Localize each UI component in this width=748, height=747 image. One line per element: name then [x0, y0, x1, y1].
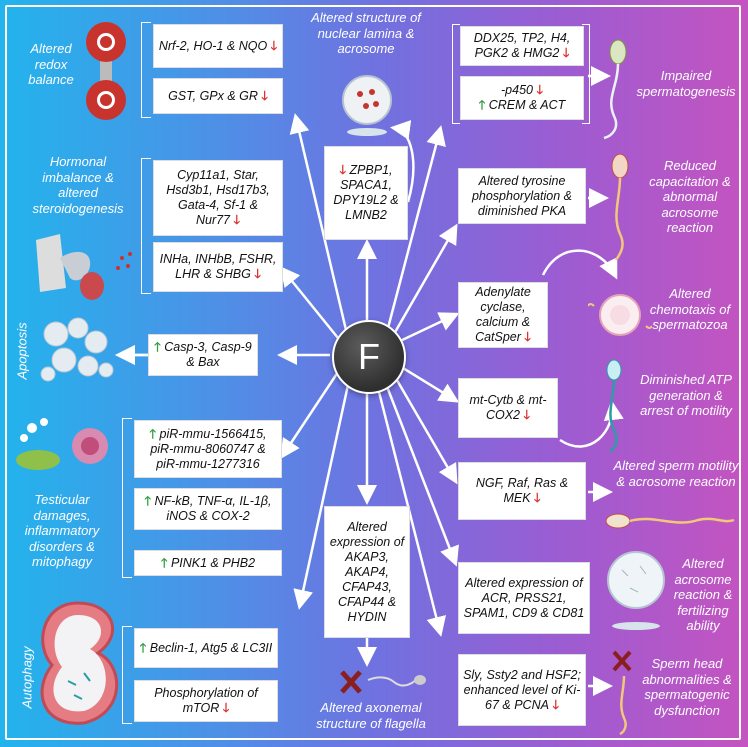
- fertilizing-box: Altered expression of ACR, PRSS21, SPAM1…: [458, 562, 590, 634]
- redox-bracket: [141, 22, 151, 118]
- capacitation-label: Reduced capacitation & abnormal acrosome…: [649, 158, 731, 235]
- fertilizing-label: Altered acrosome reaction & fertilizing …: [673, 556, 733, 633]
- inflammation-icon: [16, 418, 108, 470]
- atp-label: Diminished ATP generation & arrest of mo…: [640, 372, 732, 418]
- arrow-chemotaxis-curve: [541, 249, 618, 280]
- axonemal-box: Altered expression of AKAP3, AKAP4, CFAP…: [324, 506, 410, 638]
- arrow-to-sperm: [386, 125, 446, 329]
- flagella-cross-icon: [340, 670, 426, 694]
- atp-sperm-icon: [606, 359, 622, 453]
- arrow-to-chemotaxis: [397, 312, 460, 344]
- testicular-bracket: [122, 418, 132, 578]
- sperm-box-2: -p450 🡓 🡑 CREM & ACT: [460, 76, 584, 120]
- egg-icon: [588, 294, 652, 336]
- apoptosis-icon: [40, 317, 114, 382]
- testicular-label: Testicular damages, inflammatory disorde…: [24, 492, 100, 569]
- chemotaxis-box: Adenylate cyclase, calcium & CatSper 🡓: [458, 282, 548, 348]
- autophagy-box-1: 🡑 Beclin-1, Atg5 & LC3II: [134, 628, 278, 668]
- capacitation-sperm-icon: [611, 153, 629, 261]
- atp-box: mt-Cytb & mt-COX2 🡓: [458, 378, 558, 438]
- arrow-to-capacitation: [392, 223, 458, 335]
- autophagy-box-2: Phosphorylation of mTOR 🡓: [134, 680, 278, 722]
- arrow-atp-curve: [559, 400, 624, 448]
- arrow-to-redox: [289, 113, 348, 331]
- apoptosis-label: Apoptosis: [14, 322, 30, 380]
- lamina-box: 🡓 ZPBP1, SPACA1, DPY19L2 & LMNB2: [324, 146, 408, 240]
- sperm-icon: [603, 39, 627, 140]
- motility-label: Altered sperm motility & acrosome reacti…: [613, 458, 739, 489]
- chemotaxis-label: Altered chemotaxis of spermatozoa: [649, 286, 731, 332]
- sperm-label: Impaired spermatogenesis: [636, 68, 736, 99]
- capacitation-box: Altered tyrosine phosphorylation & dimin…: [458, 168, 586, 224]
- head-cross-icon: [612, 650, 632, 736]
- hormonal-label: Hormonal imbalance & altered steroidogen…: [32, 154, 124, 216]
- redox-label: Altered redox balance: [28, 41, 74, 87]
- autophagy-label: Autophagy: [19, 646, 35, 709]
- hormonal-box-2: INHa, INHbB, FSHR, LHR & SHBG 🡓: [153, 242, 283, 292]
- lamina-label: Altered structure of nuclear lamina & ac…: [311, 10, 421, 56]
- arrow-to-motility: [392, 374, 458, 485]
- testicular-box-2: 🡑 NF-kB, TNF-α, IL-1β, iNOS & COX-2: [134, 488, 282, 530]
- arrow-to-hormonal: [279, 266, 339, 339]
- sperm-bracket-left: [452, 24, 460, 124]
- nucleus-icon: [342, 75, 392, 136]
- head-label: Sperm head abnormalities & spermatogenic…: [642, 656, 732, 718]
- apoptosis-box: 🡑 Casp-3, Casp-9 & Bax: [148, 334, 258, 376]
- hormonal-box-1: Cyp11a1, Star, Hsd3b1, Hsd17b3, Gata-4, …: [153, 160, 283, 236]
- fluoride-hub: F: [332, 320, 406, 394]
- testis-icon: [36, 234, 132, 300]
- arrow-to-autophagy: [293, 384, 350, 610]
- autophagy-icon: [40, 601, 119, 725]
- testicular-box-3: 🡑 PINK1 & PHB2: [134, 550, 282, 576]
- redox-box-2: GST, GPx & GR 🡓: [153, 78, 283, 114]
- motility-sperm-icon: [605, 513, 735, 529]
- testicular-box-1: 🡑 piR-mmu-1566415, piR-mmu-8060747 & piR…: [134, 420, 282, 478]
- motility-box: NGF, Raf, Ras & MEK 🡓: [458, 462, 586, 520]
- head-box: Sly, Ssty2 and HSF2; enhanced level of K…: [458, 654, 586, 726]
- arrow-to-fertilizing: [384, 383, 459, 567]
- axonemal-label: Altered axonemal structure of flagella: [316, 700, 426, 731]
- autophagy-bracket: [122, 626, 132, 724]
- sperm-box-1: DDX25, TP2, H4, PGK2 & HMG2 🡓: [460, 26, 584, 66]
- fertilizing-icon: [607, 551, 665, 630]
- redox-box-1: Nrf-2, HO-1 & NQO 🡓: [153, 24, 283, 68]
- redox-icon: [86, 22, 126, 120]
- arrow-to-atp: [397, 363, 460, 403]
- arrow-to-testicular: [280, 371, 340, 460]
- outer-frame: [5, 5, 741, 740]
- hormonal-bracket: [141, 158, 151, 294]
- sperm-bracket-right: [582, 24, 590, 124]
- arrow-lamina-curve: [390, 120, 415, 203]
